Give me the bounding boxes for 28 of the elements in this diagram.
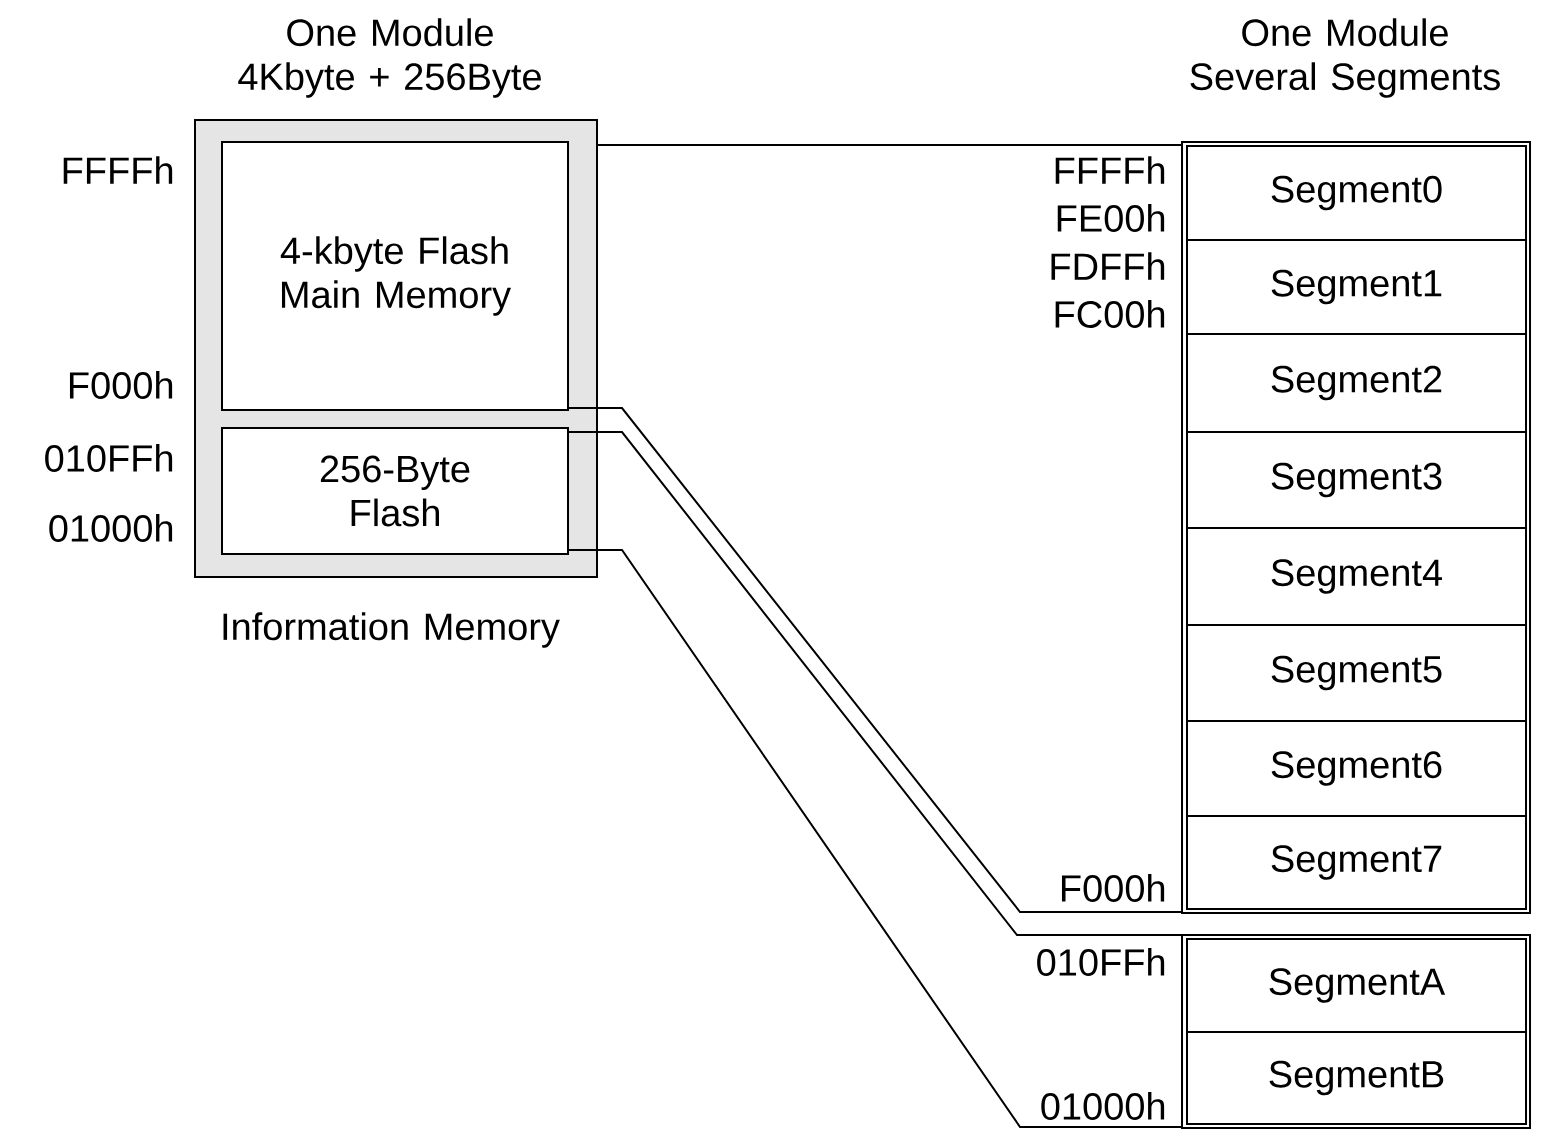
segment-box: Segment6 (1186, 720, 1527, 817)
address-label: F000h (1061, 874, 1165, 902)
address-label: FFFFh (63, 156, 173, 184)
segment-box: Segment2 (1186, 333, 1527, 433)
memory-box: 256-Byte Flash (221, 427, 569, 555)
segment-box: Segment1 (1186, 239, 1527, 335)
leader-line (597, 144, 1182, 146)
address-label: 010FFh (1037, 948, 1165, 976)
address-label: 010FFh (45, 444, 173, 472)
segment-box: SegmentA (1186, 938, 1527, 1033)
memory-box: 4-kbyte Flash Main Memory (221, 141, 569, 411)
segment-box: Segment5 (1186, 624, 1527, 722)
address-label: FE00h (1057, 204, 1165, 232)
heading: One Module 4Kbyte + 256Byte (238, 18, 541, 98)
address-label: 01000h (1041, 1092, 1165, 1120)
segment-box: Segment4 (1186, 527, 1527, 626)
memory-label: Information Memory (223, 612, 560, 648)
address-label: FFFFh (1055, 156, 1165, 184)
address-label: F000h (69, 371, 173, 399)
segment-box: Segment3 (1186, 431, 1527, 529)
segment-box: SegmentB (1186, 1031, 1527, 1125)
address-label: 01000h (49, 514, 173, 542)
address-label: FC00h (1055, 300, 1165, 328)
leader-line (568, 549, 1182, 1128)
segment-box: Segment0 (1186, 145, 1527, 241)
address-label: FDFFh (1051, 252, 1165, 280)
segment-box: Segment7 (1186, 815, 1527, 910)
heading: One Module Several Segments (1190, 18, 1500, 98)
